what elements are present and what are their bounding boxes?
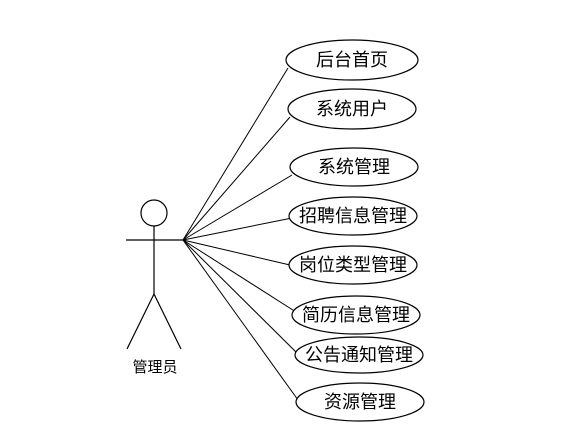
use-case-label: 岗位类型管理 xyxy=(299,255,407,276)
use-case-7: 公告通知管理 xyxy=(294,336,424,374)
use-case-label: 资源管理 xyxy=(324,392,396,413)
association-line-1 xyxy=(182,67,289,241)
use-case-6: 简历信息管理 xyxy=(291,295,421,335)
use-case-ellipse xyxy=(291,295,421,335)
actor-right-leg xyxy=(153,293,182,350)
actor-label: 管理员 xyxy=(132,358,177,376)
use-case-label: 招聘信息管理 xyxy=(299,206,407,227)
use-case-ellipse xyxy=(294,336,424,374)
actor-figure: 管理员 xyxy=(126,199,183,376)
use-case-label: 系统管理 xyxy=(318,157,390,178)
use-case-ellipse xyxy=(295,382,425,422)
use-case-8: 资源管理 xyxy=(295,382,425,422)
association-line-4 xyxy=(182,217,293,241)
association-line-7 xyxy=(182,239,299,355)
actor-head xyxy=(140,199,168,227)
association-line-5 xyxy=(182,239,291,266)
use-case-label: 公告通知管理 xyxy=(305,345,413,366)
use-case-ellipse xyxy=(289,147,419,187)
use-case-3: 系统管理 xyxy=(289,147,419,187)
association-lines xyxy=(182,67,299,401)
use-case-label: 简历信息管理 xyxy=(302,305,410,326)
association-line-6 xyxy=(182,239,297,313)
association-line-2 xyxy=(182,116,291,241)
use-case-ellipse xyxy=(288,245,418,285)
use-case-ellipse xyxy=(285,39,419,81)
use-case-2: 系统用户 xyxy=(287,88,417,130)
actor-left-leg xyxy=(126,293,155,350)
association-line-8 xyxy=(182,239,299,401)
use-case-1: 后台首页 xyxy=(285,39,419,81)
use-case-ellipse xyxy=(287,88,417,130)
use-case-ellipse xyxy=(288,196,418,236)
association-line-3 xyxy=(182,174,293,241)
use-case-5: 岗位类型管理 xyxy=(288,245,418,285)
use-case-label: 系统用户 xyxy=(316,99,388,120)
use-case-label: 后台首页 xyxy=(316,50,388,71)
use-case-4: 招聘信息管理 xyxy=(288,196,418,236)
